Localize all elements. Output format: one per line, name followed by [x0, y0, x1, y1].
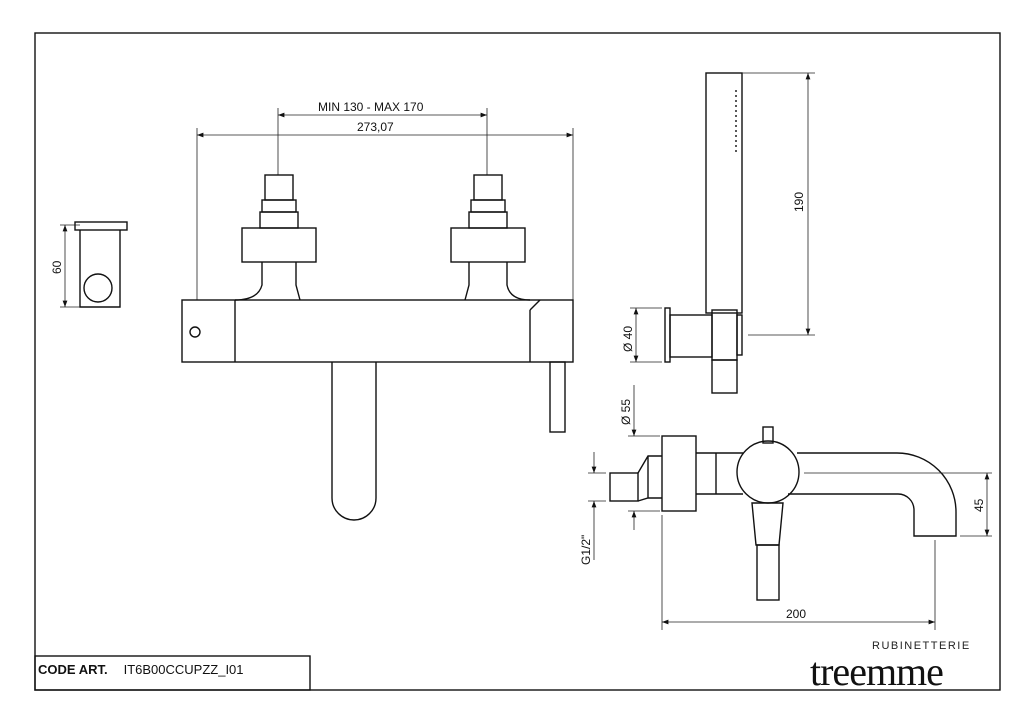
code-label: CODE ART.	[38, 662, 108, 677]
dim-side-height: 60	[50, 260, 64, 274]
code-article: CODE ART. IT6B00CCUPZZ_I01	[38, 662, 244, 677]
front-view: 273,07 MIN 130 - MAX 170	[181, 100, 574, 521]
title-block	[34, 655, 311, 691]
brand-logo: treemme	[810, 649, 944, 694]
code-value: IT6B00CCUPZZ_I01	[123, 662, 244, 677]
hand-shower-view: 190 Ø 40	[621, 72, 815, 394]
logo-subtitle: RUBINETTERIE	[872, 640, 971, 652]
dim-hand-shower-length: 190	[792, 192, 806, 212]
dim-holder-diameter: Ø 40	[621, 326, 635, 352]
side-view: 60	[50, 221, 128, 308]
dim-spout-projection: 200	[786, 607, 806, 621]
dim-connection-range: MIN 130 - MAX 170	[318, 100, 424, 114]
dim-thread: G1/2"	[579, 535, 593, 565]
dim-flange-diameter: Ø 55	[619, 399, 633, 425]
drawing-frame	[34, 32, 1001, 691]
dim-spout-height: 45	[972, 498, 986, 512]
dim-overall-width: 273,07	[357, 120, 394, 134]
spout-view: 45 200 Ø 55 G1/2"	[579, 385, 992, 630]
